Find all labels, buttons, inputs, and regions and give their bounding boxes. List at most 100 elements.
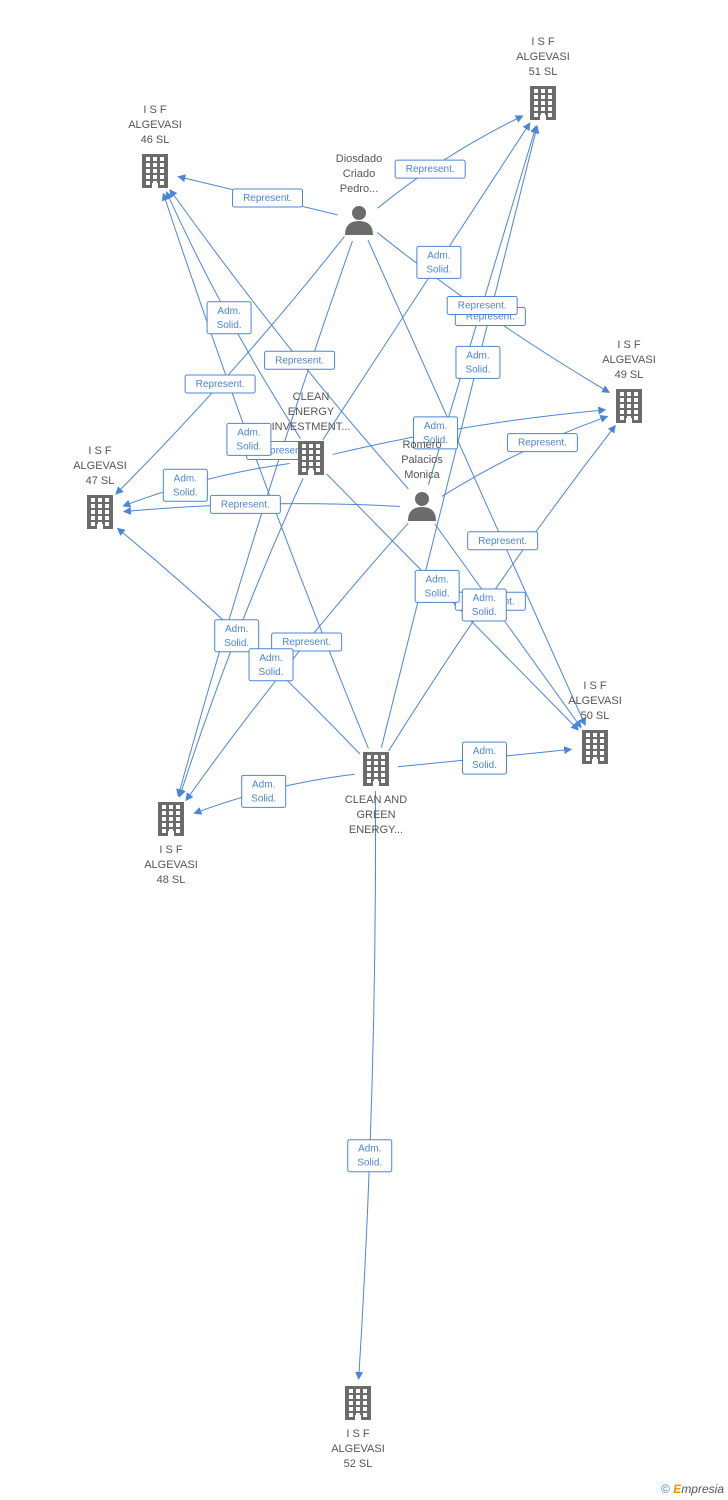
edge-label-clean_green-isf49[interactable]: Adm. Solid. [461, 588, 507, 622]
edge-label-text: Solid. [173, 487, 198, 498]
edge-label-text: Solid. [357, 1158, 382, 1169]
node-label: 52 SL [344, 1458, 373, 1470]
edge-label-clean_inv-isf47[interactable]: Adm. Solid. [162, 468, 208, 502]
edge-label-text: Adm. [259, 653, 282, 664]
edge-label-text: Adm. [473, 593, 496, 604]
edge-label-text: Solid. [425, 588, 450, 599]
node-label: CLEAN [293, 391, 330, 403]
node-label: I S F [531, 36, 555, 48]
edge-diosdado-isf51 [377, 115, 524, 209]
edge-label-text: Represent. [466, 312, 515, 323]
edge-label-text: Represent. [243, 193, 292, 204]
edge-label-clean_inv-isf48[interactable]: Adm.Solid. [214, 619, 260, 653]
edge-label-romero-isf48[interactable]: Represent. [271, 632, 343, 652]
edge-label-text: Represent. [221, 499, 270, 510]
node-diosdado[interactable]: DiosdadoCriadoPedro... [336, 153, 382, 235]
node-label: ALGEVASI [73, 460, 127, 472]
edge-label-text: Represent. [257, 446, 306, 457]
node-label: ALGEVASI [568, 695, 622, 707]
edge-clean_inv-isf51 [322, 122, 531, 440]
edge-clean_green-isf49 [388, 424, 616, 752]
edge-label-clean_inv-isf46[interactable]: Adm. Solid. [206, 301, 252, 335]
edge-clean_inv-isf49 [332, 406, 607, 455]
edge-label-clean_green-isf51[interactable]: Adm. Solid. [455, 345, 501, 379]
building-icon [158, 802, 184, 836]
edge-label-text: Represent. [196, 379, 245, 390]
edge-diosdado-isf47 [115, 236, 345, 495]
node-label: 50 SL [581, 710, 610, 722]
node-label: INVESTMENT... [272, 421, 351, 433]
node-label: Diosdado [336, 153, 382, 165]
edge-label-text: Adm. [174, 473, 197, 484]
node-label: CLEAN AND [345, 794, 407, 806]
edge-label-text: Adm. [424, 421, 447, 432]
building-icon [345, 1386, 371, 1420]
node-label: ALGEVASI [516, 51, 570, 63]
edge-label-text: Solid. [224, 638, 249, 649]
edge-label-clean_green-isf47[interactable]: Adm.Solid. [248, 648, 294, 682]
building-icon [142, 154, 168, 188]
edge-label-romero-isf51[interactable]: Represent. [446, 295, 518, 315]
footer-brand[interactable]: © Empresia [661, 1482, 724, 1496]
node-label: I S F [617, 339, 641, 351]
node-label: 46 SL [141, 134, 170, 146]
edge-label-text: Adm. [217, 306, 240, 317]
edge-label-text: Solid. [472, 760, 497, 771]
brand-text: mpresia [681, 1482, 724, 1496]
node-label: ENERGY... [349, 824, 403, 836]
edge-label-text: Represent. [275, 355, 324, 366]
edge-label-text: Adm. [237, 427, 260, 438]
edge-label-text: Solid. [472, 607, 497, 618]
node-label: GREEN [356, 809, 395, 821]
edge-label-text: Adm. [252, 779, 275, 790]
edge-clean_green-isf52 [355, 790, 377, 1381]
node-label: Romero [402, 439, 441, 451]
node-clean_green[interactable]: CLEAN AND GREEN ENERGY... [345, 752, 407, 836]
edge-labels: Represent.Represent.Represent.Represent.… [162, 159, 578, 1173]
edge-label-text: Solid. [423, 435, 448, 446]
edge-clean_green-isf51 [380, 125, 540, 748]
edge-label-text: Solid. [465, 364, 490, 375]
building-icon [298, 441, 324, 475]
node-label: I S F [143, 104, 167, 116]
edge-label-clean_inv-isf49[interactable]: Adm. Solid. [413, 416, 459, 450]
edge-diosdado-isf48 [176, 240, 353, 798]
edge-label-clean_inv-isf51[interactable]: Adm.Solid. [416, 245, 462, 279]
edge-label-text: Adm. [426, 574, 449, 585]
node-label: I S F [159, 844, 183, 856]
edge-label-text: Adm. [466, 350, 489, 361]
edge-romero-isf46 [169, 188, 409, 490]
building-icon [363, 752, 389, 786]
edge-label-diosdado-isf47[interactable]: Represent. [184, 374, 256, 394]
node-clean_inv[interactable]: CLEANENERGYINVESTMENT... [272, 391, 351, 475]
edge-label-clean_green-isf50[interactable]: Adm.Solid. [462, 741, 508, 775]
node-label: Monica [404, 469, 440, 481]
building-icon [530, 86, 556, 120]
node-label: Palacios [401, 454, 443, 466]
edge-label-clean_green-isf46[interactable]: Adm.Solid. [226, 422, 272, 456]
edge-label-text: Solid. [217, 320, 242, 331]
edge-label-romero-isf49[interactable]: Represent. [506, 433, 578, 453]
edge-label-diosdado-isf46[interactable]: Represent. [232, 188, 304, 208]
edge-diosdado-isf50 [367, 239, 586, 727]
edge-label-clean_inv-isf50[interactable]: Adm. Solid. [414, 569, 460, 603]
edge-label-text: Represent. [518, 438, 567, 449]
edge-label-diosdado-isf50[interactable]: Represent. [467, 531, 539, 551]
edge-label-romero-isf46[interactable]: Represent. [264, 350, 336, 370]
building-icon [582, 730, 608, 764]
edge-label-romero-isf47[interactable]: Represent. [209, 494, 281, 514]
edge-label-diosdado-isf51[interactable]: Represent. [394, 159, 466, 179]
edge-label-text: Represent. [458, 300, 507, 311]
edge-label-clean_green-isf48[interactable]: Adm.Solid. [241, 774, 287, 808]
edge-label-clean_green-isf52[interactable]: Adm.Solid. [347, 1139, 393, 1173]
building-icon [616, 389, 642, 423]
